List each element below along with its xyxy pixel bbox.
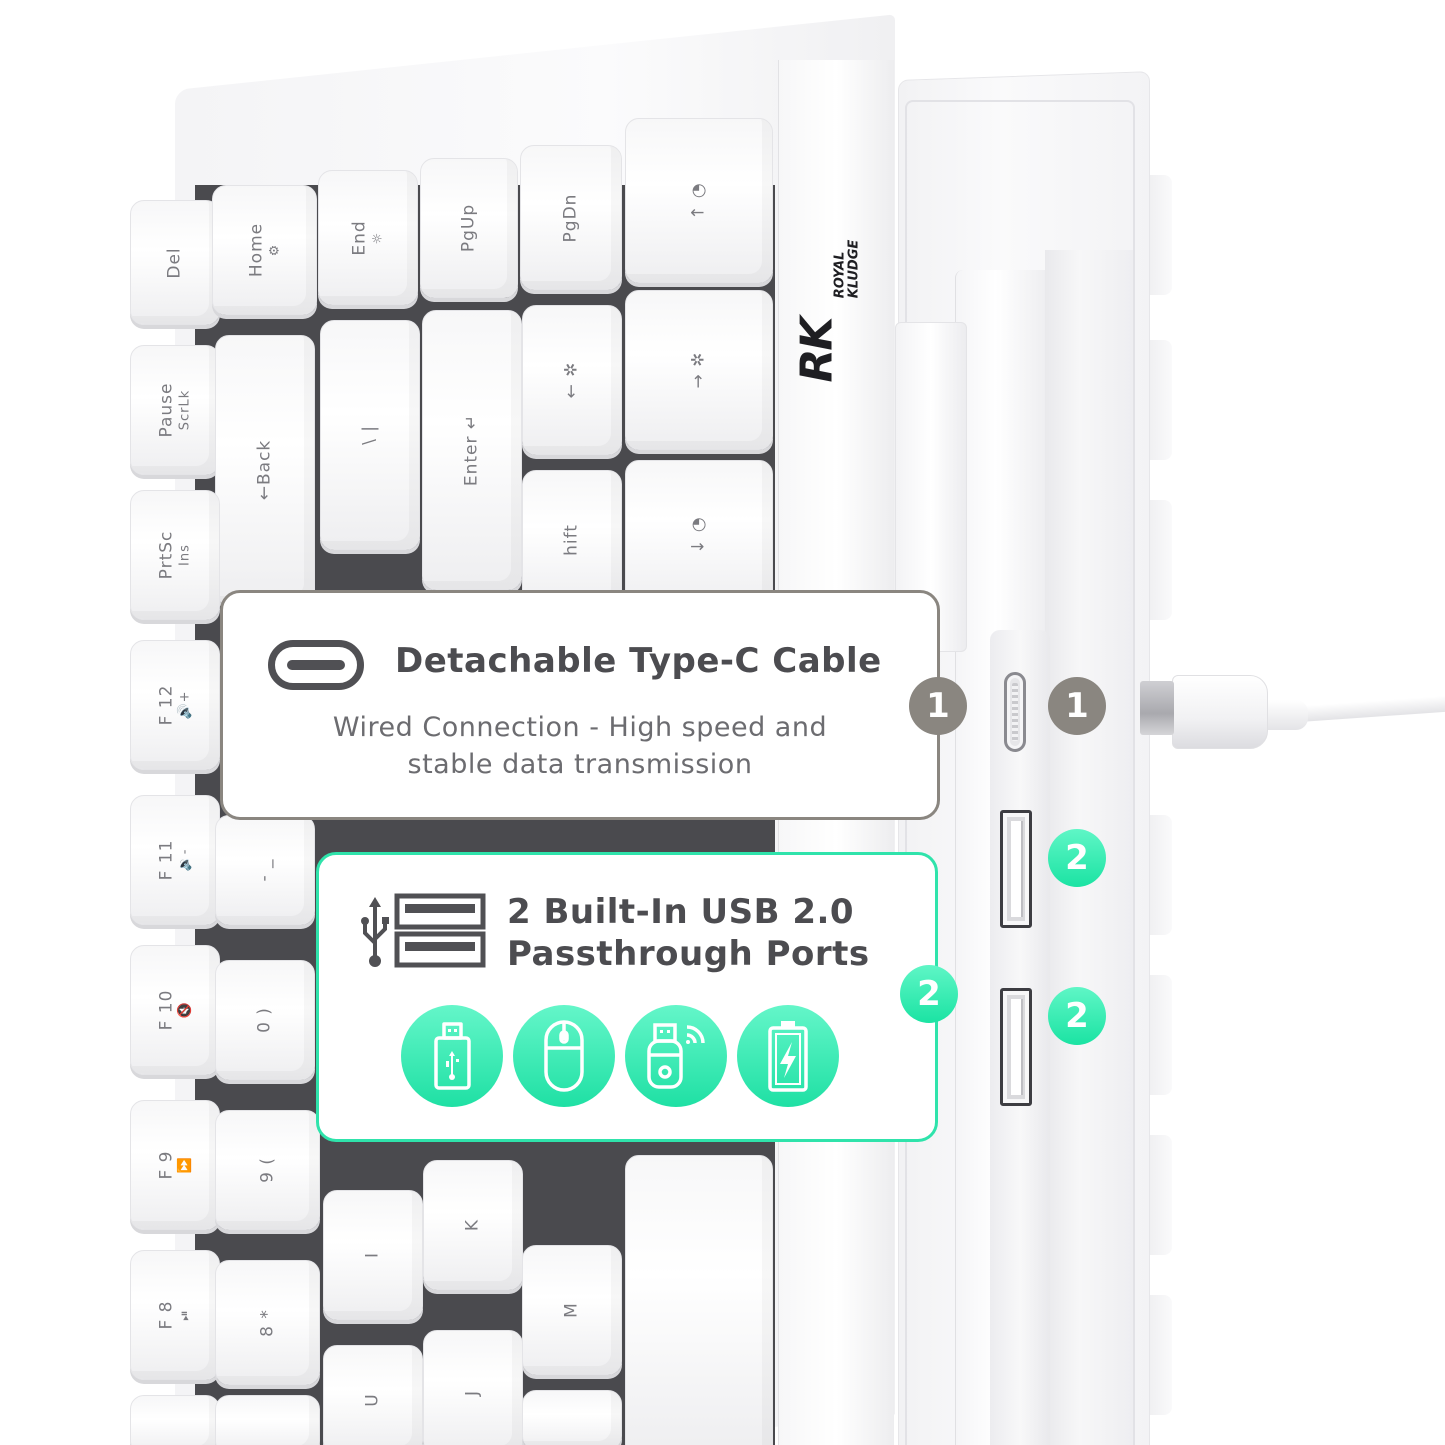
keycap-legend: F 12🔊+ — [156, 684, 193, 726]
keycap-j: J — [423, 1330, 523, 1445]
side-ridge — [1150, 500, 1172, 620]
keycap-legend: \ | — [359, 425, 380, 445]
keycap-legend: F 11🔉- — [156, 839, 193, 881]
mouse-icon — [513, 1005, 615, 1107]
keycap-legend: F 8⏯ — [156, 1300, 193, 1330]
logo-mark: RK — [791, 318, 843, 383]
port-badge-usb-bottom: 2 — [1048, 987, 1106, 1045]
keycap-arrow-right: → ✲ — [625, 290, 773, 450]
side-ridge — [1150, 1295, 1172, 1415]
battery-charging-icon — [737, 1005, 839, 1107]
keycap-k: K — [423, 1160, 523, 1290]
keycap-f8: F 8⏯ — [130, 1250, 220, 1380]
keycap-0: 0 ) — [215, 960, 315, 1080]
keycap-legend: hift — [561, 524, 582, 556]
keycap-legend: 8 * — [256, 1308, 277, 1337]
keycap-legend: PgDn — [560, 193, 581, 242]
keycap-legend: End☼ — [349, 219, 386, 256]
wireless-receiver-icon — [625, 1005, 727, 1107]
side-ridge — [1150, 1135, 1172, 1255]
keycap-arrow-left: ← ✲ — [522, 305, 622, 455]
keycap-backslash: \ | — [320, 320, 420, 550]
callout-title: Detachable Type-C Cable — [395, 641, 882, 681]
side-ridge — [1150, 175, 1172, 295]
keycap-home: Home⚙ — [212, 185, 317, 315]
keycap-m: M — [522, 1245, 622, 1375]
keycap-legend: ↑ ◔ — [688, 181, 709, 220]
cable-strain-relief — [1262, 700, 1308, 730]
cable-plug-housing — [1172, 675, 1268, 749]
side-ridge — [1150, 975, 1172, 1095]
port-badge-typec: 1 — [1048, 677, 1106, 735]
callout-card-usb: 2 Built-In USB 2.0 Passthrough Ports — [316, 852, 938, 1142]
side-ridge — [1150, 340, 1172, 460]
keycap-spacebar — [625, 1155, 773, 1445]
keycap-7 — [215, 1395, 320, 1445]
keycap-n — [522, 1390, 622, 1445]
keycap-legend: M — [561, 1302, 582, 1318]
keycap-f11: F 11🔉- — [130, 795, 220, 925]
keycap-backspace: ←Back — [215, 335, 315, 605]
keycap-legend: ↓ ◔ — [688, 516, 709, 554]
type-c-plug-icon — [1140, 681, 1174, 735]
keycap-del: Del — [130, 200, 220, 325]
keycap-legend: → ✲ — [688, 351, 709, 389]
keycap-legend: 9 ( — [256, 1157, 277, 1183]
keycap-shift: hift — [522, 470, 622, 610]
callout-card-typec: Detachable Type-C Cable Wired Connection… — [220, 590, 940, 820]
usb-ports-icon — [361, 893, 486, 968]
keycap-legend: ←Back — [254, 439, 275, 501]
keycap-legend: U — [362, 1393, 383, 1407]
keycap-legend: - _ — [254, 858, 275, 882]
keycap-legend: Del — [164, 246, 185, 279]
keycap-legend: Enter ↵ — [461, 413, 482, 487]
usb-type-c-icon — [268, 640, 364, 690]
keycap-f10: F 10🔇 — [130, 945, 220, 1075]
keycap-legend: J — [462, 1389, 483, 1396]
cable-wire — [1299, 694, 1445, 722]
keycap-9: 9 ( — [215, 1110, 320, 1230]
keycap-i: I — [323, 1190, 423, 1320]
keycap-8: 8 * — [215, 1260, 320, 1385]
feature-icons — [401, 1005, 839, 1107]
type-c-port — [1004, 672, 1026, 752]
keycap-legend: 0 ) — [254, 1007, 275, 1033]
callout-badge-typec: 1 — [909, 677, 967, 735]
keycap-f9: F 9⏩ — [130, 1100, 220, 1230]
usb-a-port-bottom — [1000, 988, 1032, 1106]
keycap-legend: Home⚙ — [245, 222, 282, 278]
keycap-end: End☼ — [318, 170, 418, 305]
keycap-f12: F 12🔊+ — [130, 640, 220, 770]
usb-a-port-top — [1000, 810, 1032, 928]
keycap-legend: ← ✲ — [561, 361, 582, 399]
side-ridge — [1150, 815, 1172, 935]
keycap-f7 — [130, 1395, 220, 1445]
keycap-enter: Enter ↵ — [422, 310, 522, 590]
keycap-legend: F 10🔇 — [156, 989, 193, 1031]
keycap-pgup: PgUp — [420, 158, 518, 298]
callout-badge-usb: 2 — [900, 965, 958, 1023]
callout-description: Wired Connection - High speed and stable… — [332, 712, 828, 780]
keycap-legend: PgUp — [458, 203, 479, 253]
keycap-legend: I — [362, 1251, 383, 1259]
keycap-u: U — [323, 1345, 423, 1445]
keycap-arrow-up: ↑ ◔ — [625, 118, 773, 283]
keycap-legend: K — [462, 1218, 483, 1232]
port-badge-usb-top: 2 — [1048, 829, 1106, 887]
callout-title: 2 Built-In USB 2.0 Passthrough Ports — [507, 892, 870, 974]
keycap-minus: - _ — [215, 815, 315, 925]
keycap-arrow-down: ↓ ◔ — [625, 460, 773, 610]
keycap-pgdn: PgDn — [520, 145, 622, 290]
usb-flash-drive-icon — [401, 1005, 503, 1107]
keycap-legend: F 9⏩ — [156, 1150, 193, 1180]
